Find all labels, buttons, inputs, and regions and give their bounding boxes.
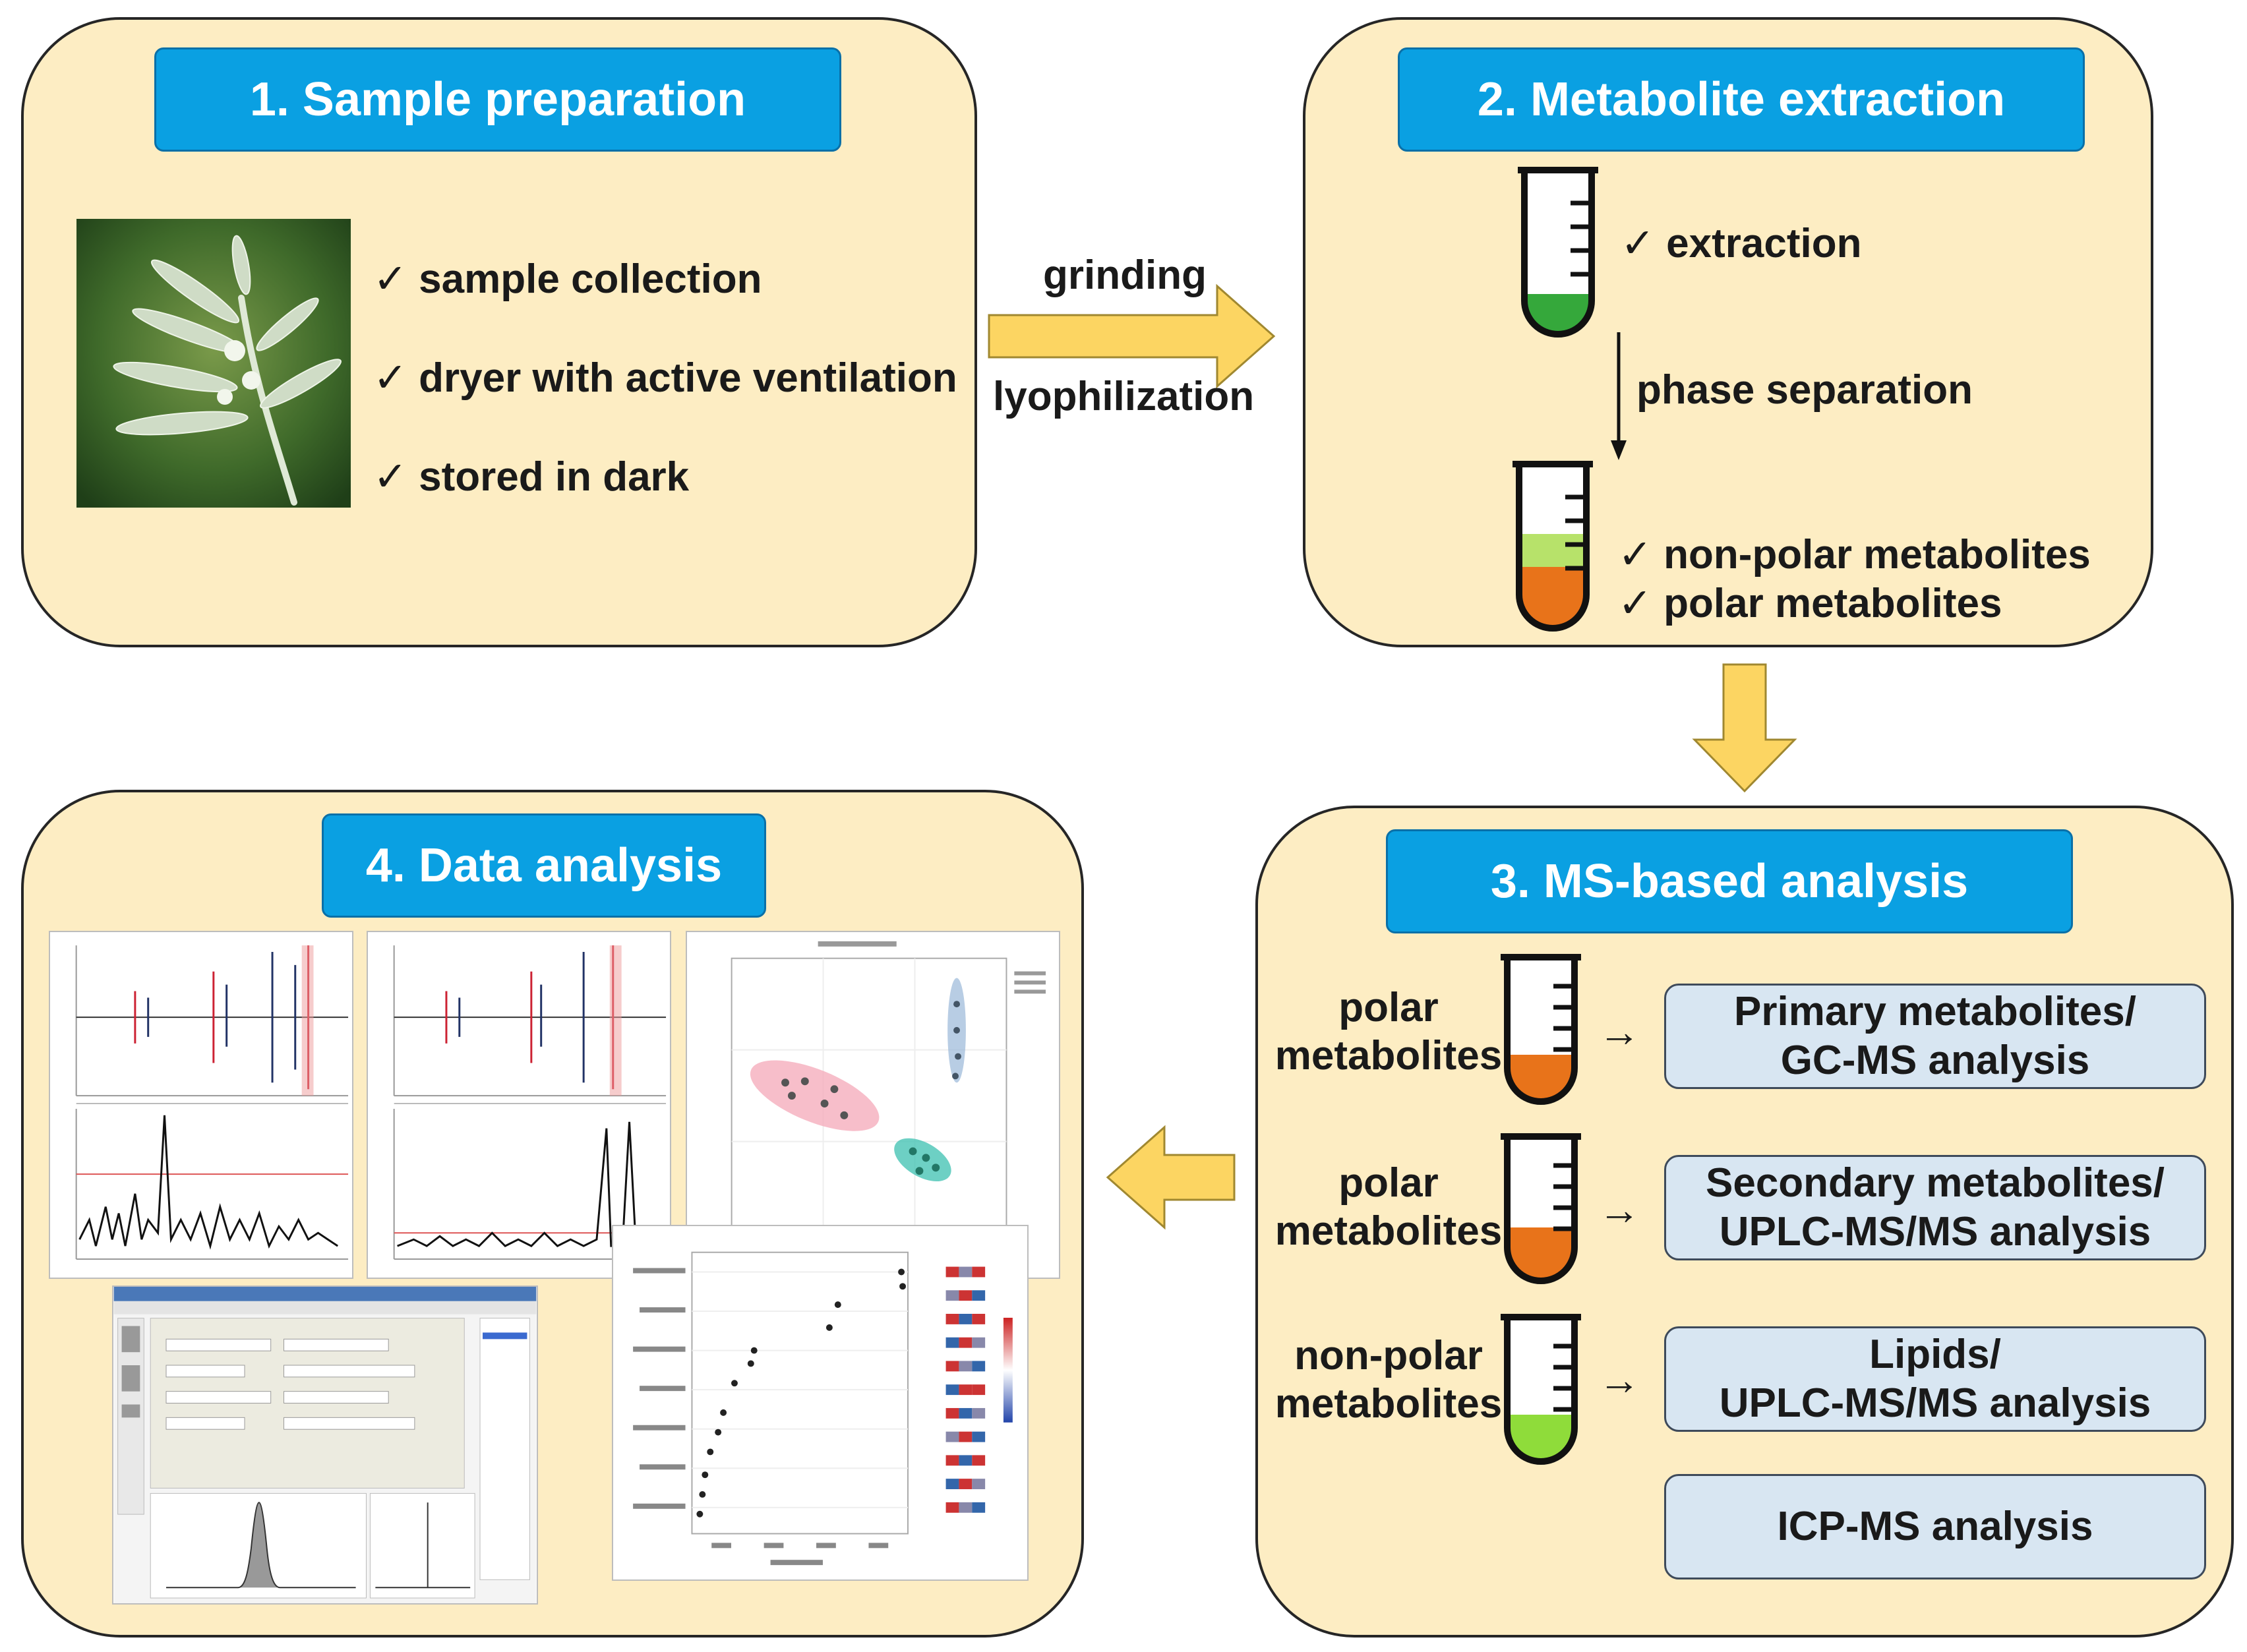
row2-arrow: →: [1598, 1186, 1640, 1233]
row3-arrow: →: [1598, 1356, 1640, 1403]
software-window-screenshot: [112, 1285, 538, 1605]
row2-label: polar metabolites: [1274, 1160, 1503, 1254]
check-extraction: ✓ extraction: [1621, 221, 1862, 266]
primary-metabolites-box: Primary metabolites/ GC-MS analysis: [1664, 984, 2206, 1089]
row1-arrow: →: [1598, 1008, 1640, 1055]
grinding-label: grinding: [1043, 252, 1207, 298]
check-dryer-ventilation: ✓ dryer with active ventilation: [373, 355, 957, 401]
arrow-step3-to-step4: [1106, 1125, 1236, 1230]
check-nonpolar: ✓ non-polar metabolites: [1618, 532, 2091, 577]
arrow-step2-to-step3: [1692, 663, 1797, 793]
sample-preparation-title: 1. Sample preparation: [154, 47, 841, 152]
tube-polar-2-icon: [1501, 1133, 1581, 1284]
row3-label: non-polar metabolites: [1274, 1333, 1503, 1427]
data-analysis-title: 4. Data analysis: [322, 813, 766, 918]
phase-separation-label: phase separation: [1636, 367, 1973, 413]
tube-nonpolar-icon: [1501, 1314, 1581, 1465]
icp-ms-box: ICP-MS analysis: [1664, 1474, 2206, 1579]
phase-separation-arrow: [1611, 332, 1627, 460]
score-plot-screenshot: [686, 931, 1060, 1279]
lyophilization-label: lyophilization: [993, 374, 1255, 419]
lipids-box: Lipids/ UPLC-MS/MS analysis: [1664, 1326, 2206, 1432]
check-stored-dark: ✓ stored in dark: [373, 454, 690, 500]
spectrum-screenshot-1: [49, 931, 353, 1279]
tube-polar-1-icon: [1501, 954, 1581, 1105]
vip-plot-screenshot: [612, 1225, 1029, 1581]
check-polar: ✓ polar metabolites: [1618, 581, 2002, 626]
arrow-step1-to-step2: [988, 283, 1276, 389]
check-sample-collection: ✓ sample collection: [373, 256, 762, 302]
ms-analysis-title: 3. MS-based analysis: [1386, 829, 2073, 933]
tube-separated-icon: [1513, 461, 1593, 632]
secondary-metabolites-box: Secondary metabolites/ UPLC-MS/MS analys…: [1664, 1155, 2206, 1260]
metabolite-extraction-title: 2. Metabolite extraction: [1398, 47, 2085, 152]
row1-label: polar metabolites: [1274, 985, 1503, 1079]
plant-photo: [76, 219, 351, 508]
tube-extraction-icon: [1518, 167, 1598, 338]
spectrum-screenshot-2: [367, 931, 671, 1279]
